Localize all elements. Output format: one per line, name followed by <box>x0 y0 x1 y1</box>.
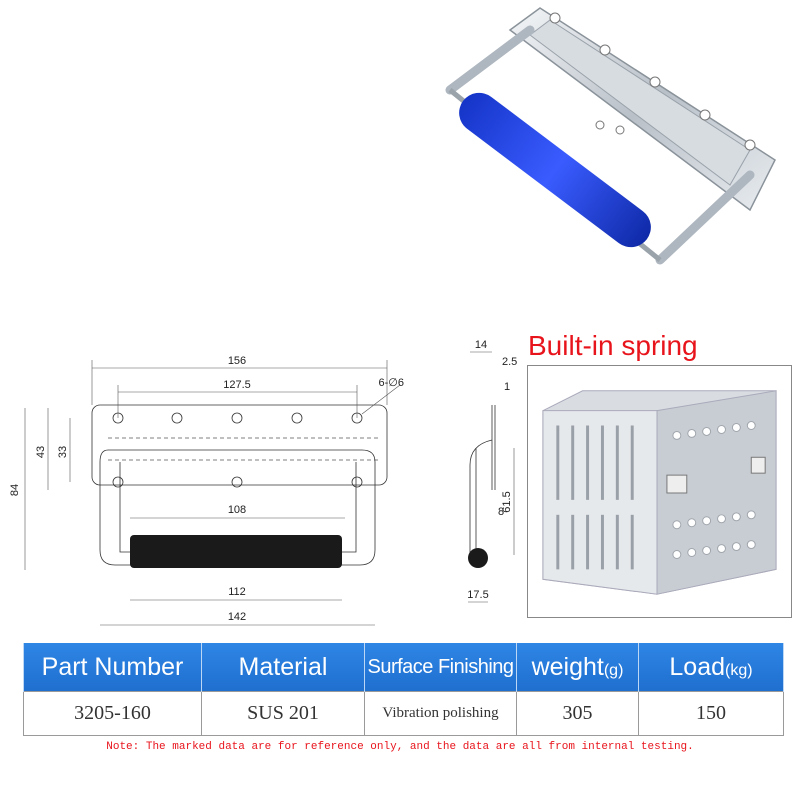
crate-photo-frame <box>527 365 792 618</box>
dim-holes: 6-∅6 <box>379 377 404 389</box>
front-view-drawing: 156 127.5 6-∅6 43 33 84 108 112 142 <box>9 355 404 626</box>
dim-rod: 8 <box>498 506 504 518</box>
grip-section <box>468 548 488 568</box>
reference-note: Note: The marked data are for reference … <box>106 741 694 753</box>
header-material: Material <box>201 643 365 692</box>
cell-surface: Vibration polishing <box>364 691 517 736</box>
spec-table: Part Number Material Surface Finishing w… <box>23 643 784 736</box>
crate-photo <box>542 390 777 595</box>
spec-header-row: Part Number Material Surface Finishing w… <box>23 643 784 692</box>
cell-weight: 305 <box>516 691 639 736</box>
grip-shape <box>130 535 342 568</box>
cell-load: 150 <box>638 691 784 736</box>
cell-material: SUS 201 <box>201 691 365 736</box>
dim-plate-thick: 2.5 <box>502 356 517 368</box>
dim-hole-span: 127.5 <box>223 379 251 391</box>
mounting-plate <box>508 7 776 212</box>
mounting-holes <box>112 412 363 488</box>
header-part-number: Part Number <box>23 643 202 692</box>
product-photo <box>445 7 776 265</box>
spring-title: Built-in spring <box>528 330 698 361</box>
spec-data-row: 3205-160 SUS 201 Vibration polishing 305… <box>23 691 784 736</box>
dim-handle-width: 142 <box>228 611 246 623</box>
header-surface: Surface Finishing <box>364 643 517 692</box>
header-weight: weight(g) <box>516 643 639 692</box>
dim-grip-width: 112 <box>228 586 246 598</box>
dim-total-height: 84 <box>9 484 21 496</box>
dim-depth: 14 <box>475 339 487 351</box>
dim-hole-height: 33 <box>57 446 69 458</box>
dim-handle-drop: 61.5 <box>501 491 513 512</box>
handle-grip <box>459 92 651 248</box>
dim-grip-dia: 17.5 <box>467 589 488 601</box>
dim-overall-width: 156 <box>228 355 246 367</box>
plate-outline <box>91 404 388 486</box>
dim-height-plate: 43 <box>35 446 47 458</box>
header-load: Load(kg) <box>638 643 784 692</box>
cell-part-number: 3205-160 <box>23 691 202 736</box>
dim-gap: 1 <box>504 381 510 393</box>
side-view-drawing: 14 2.5 1 61.5 8 17.5 <box>467 339 517 603</box>
dim-inner-width: 108 <box>228 504 246 516</box>
